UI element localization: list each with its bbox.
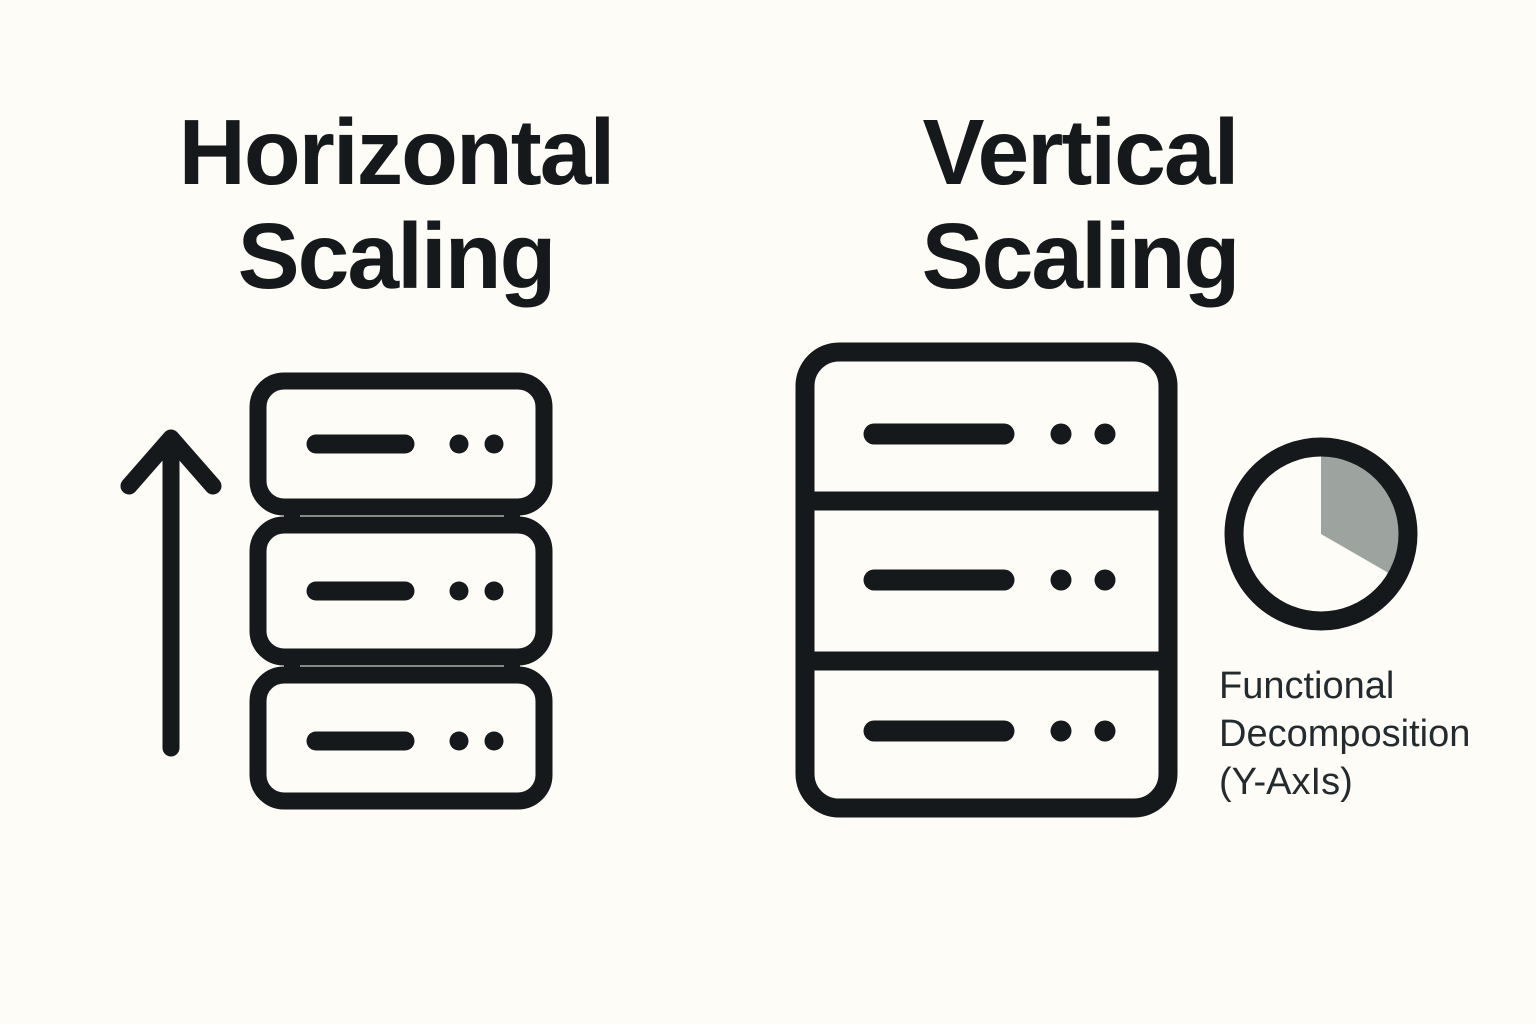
server-section [863,569,1116,591]
title-line: Scaling [921,204,1241,308]
pie-ring [1224,437,1418,631]
led-dot [1094,720,1116,742]
server-unit [249,666,553,810]
server-stack-icon [249,372,553,810]
horizontal-scaling-title: Horizontal Scaling [146,100,646,308]
functional-decomposition-label: Functional Decomposition (Y-AxIs) [1219,662,1529,806]
title-line: Horizontal [178,100,616,204]
title-line: Vertical [922,100,1240,204]
server-icon [795,342,1178,818]
server-section [863,720,1116,742]
led-dot [484,434,504,454]
server-section [863,423,1116,445]
caption-line: Functional [1219,665,1395,707]
led-dot [1050,720,1072,742]
led-dot [449,581,469,601]
caption-line: (Y-AxIs) [1219,761,1353,803]
led-dot [1050,423,1072,445]
led-dot [449,434,469,454]
led-dot [484,581,504,601]
caption-line: Decomposition [1219,713,1471,755]
server-unit [249,372,553,516]
led-dot [484,731,504,751]
pie-chart-icon [1224,437,1418,631]
server-unit [249,516,553,666]
led-dot [449,731,469,751]
up-arrow-icon [120,429,222,757]
led-dot [1050,569,1072,591]
led-dot [1094,423,1116,445]
vertical-scaling-title: Vertical Scaling [830,100,1330,308]
led-dot [1094,569,1116,591]
title-line: Scaling [237,204,557,308]
